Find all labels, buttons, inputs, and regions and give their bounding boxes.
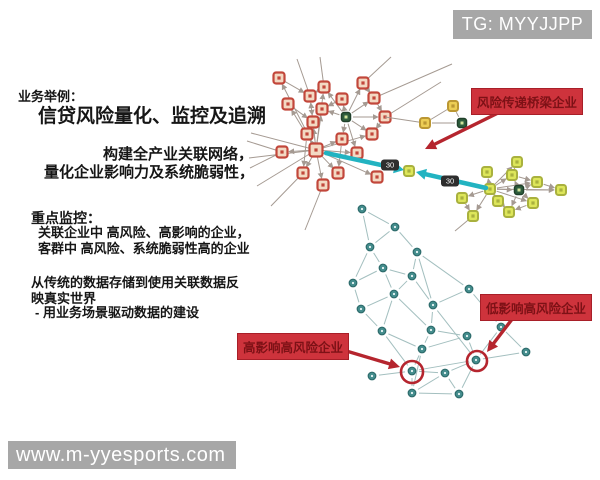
high-impact-risk-callout: 高影响高风险企业 [237,333,350,360]
data-line-3: - 用业务场景驱动数据的建设 [35,305,199,320]
monitor-line-2: 客群中 高风险、系统脆弱性高的企业 [38,241,250,256]
page-title: 信贷风险量化、监控及追溯 [38,106,267,127]
telegram-watermark-banner: TG: MYYJJPP [453,10,592,39]
subtitle-line-2: 量化企业影响力及系统脆弱性， [44,164,255,181]
website-watermark-banner: www.m-yyesports.com [8,441,236,469]
data-line-1: 从传统的数据存储到使用关联数据反 [31,275,240,290]
website-watermark-text: www.m-yyesports.com [16,443,226,466]
section-label: 业务举例： [18,89,84,104]
svg-text:30: 30 [386,161,394,170]
telegram-watermark-text: TG: MYYJJPP [461,14,584,34]
low-impact-risk-callout: 低影响高风险企业 [480,294,593,321]
monitor-label: 重点监控： [31,210,101,226]
monitor-line-1: 关联企业中 高风险、高影响的企业， [38,225,250,240]
bridge-risk-callout: 风险传递桥梁企业 [471,88,584,115]
subtitle-line-1: 构建全产业关联网络， [103,146,254,163]
svg-text:30: 30 [446,177,454,186]
data-line-2: 映真实世界 [31,291,97,306]
